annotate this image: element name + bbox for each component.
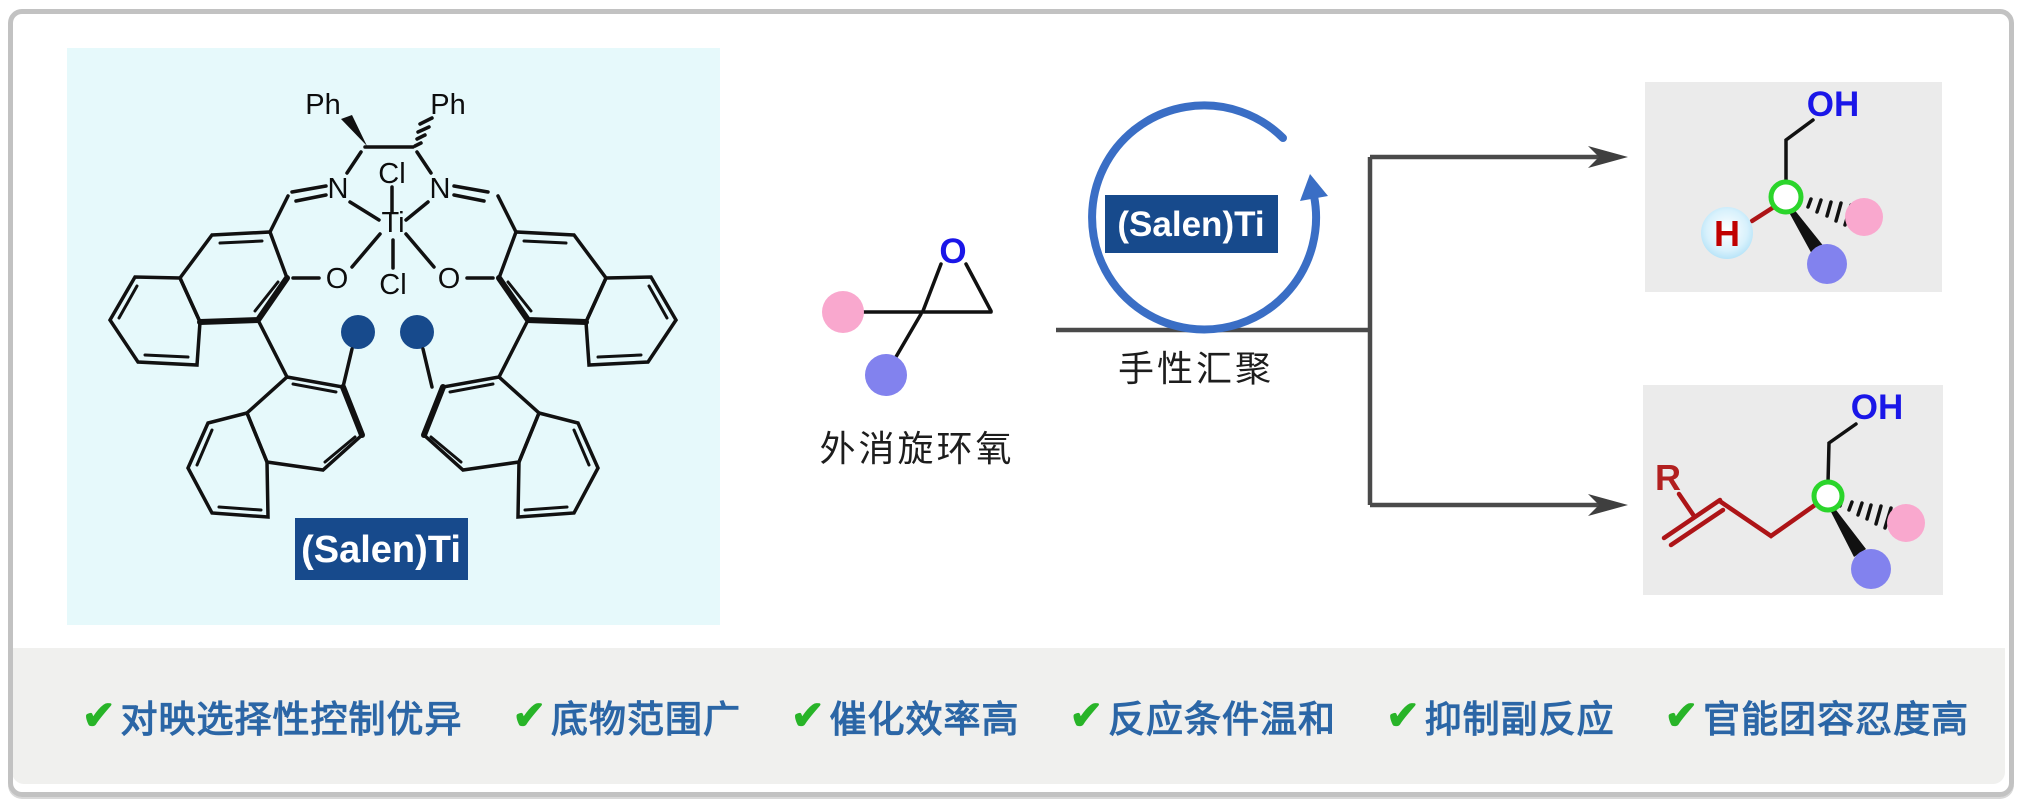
benefit-item: ✔ 抑制副反应 — [1386, 689, 1615, 743]
benefit-label: 官能团容忍度高 — [1703, 699, 1970, 740]
check-icon: ✔ — [1664, 694, 1700, 738]
pink-sphere — [1887, 504, 1925, 542]
catalyst-name-badge — [295, 518, 468, 580]
r-group-label: R — [1655, 457, 1681, 498]
product-bottom-box — [1643, 385, 1943, 595]
catalytic-cycle: (Salen)Ti — [1088, 101, 1328, 334]
hydrogen-label: H — [1714, 213, 1740, 254]
benefit-item: ✔ 催化效率高 — [791, 689, 1020, 743]
hydroxyl-label: OH — [1851, 388, 1904, 427]
check-icon: ✔ — [512, 694, 548, 738]
arrowhead-bottom — [1588, 494, 1628, 516]
product-bottom: OH R — [1643, 385, 1943, 595]
periwinkle-sphere — [1807, 244, 1847, 284]
cl-bottom-label: Cl — [379, 269, 406, 301]
benefit-label: 反应条件温和 — [1108, 699, 1337, 740]
salen-ti-structure: Ph Ph Cl N N Ti O O Cl (Salen)Ti — [107, 89, 679, 580]
pink-sphere — [822, 291, 864, 333]
n-left-label: N — [328, 173, 349, 205]
benefit-item: ✔ 反应条件温和 — [1070, 689, 1337, 743]
check-icon: ✔ — [82, 694, 117, 738]
benefit-item: ✔ 官能团容忍度高 — [1665, 689, 1970, 743]
navy-sphere — [400, 315, 434, 349]
product-top: OH H — [1645, 82, 1942, 292]
o-left-label: O — [326, 263, 349, 295]
stereocenter-marker — [1811, 479, 1845, 513]
hydroxyl-label: OH — [1807, 85, 1860, 124]
ti-label: Ti — [381, 207, 404, 239]
benefit-label: 对映选择性控制优异 — [120, 699, 463, 740]
periwinkle-sphere — [865, 354, 907, 396]
cycle-arrowhead — [1300, 174, 1328, 201]
hydrogen-halo — [1701, 207, 1753, 259]
benefit-item: ✔ 对映选择性控制优异 — [82, 689, 463, 743]
arrowhead-top — [1588, 146, 1628, 168]
check-icon: ✔ — [1386, 694, 1421, 738]
n-right-label: N — [430, 173, 451, 205]
benefit-item: ✔ 底物范围广 — [513, 689, 742, 743]
catalyst-cycle-text: (Salen)Ti — [1117, 205, 1264, 244]
catalyst-cycle-badge — [1105, 195, 1278, 253]
stereocenter-marker — [1768, 179, 1804, 215]
ph-left-label: Ph — [305, 89, 340, 121]
catalyst-name-text: (Salen)Ti — [301, 529, 461, 571]
epoxide-substrate: O 外消旋环氧 — [819, 232, 1014, 469]
benefit-label: 底物范围广 — [551, 699, 742, 740]
cycle-arrow-arc — [1088, 101, 1320, 334]
benefits-bar: ✔ 对映选择性控制优异 ✔ 底物范围广 ✔ 催化效率高 ✔ 反应条件温和 ✔ 抑… — [12, 648, 2005, 784]
cl-top-label: Cl — [378, 158, 405, 190]
arrow-caption: 手性汇聚 — [1118, 348, 1274, 389]
benefit-label: 抑制副反应 — [1424, 699, 1615, 740]
benefit-label: 催化效率高 — [829, 699, 1020, 740]
epoxide-oxygen-label: O — [939, 232, 966, 271]
pink-sphere — [1845, 198, 1883, 236]
o-right-label: O — [438, 263, 461, 295]
periwinkle-sphere — [1851, 549, 1891, 589]
check-icon: ✔ — [1069, 694, 1105, 738]
check-icon: ✔ — [791, 694, 826, 738]
substrate-label: 外消旋环氧 — [819, 428, 1014, 469]
ph-right-label: Ph — [430, 89, 465, 121]
navy-sphere — [341, 315, 375, 349]
